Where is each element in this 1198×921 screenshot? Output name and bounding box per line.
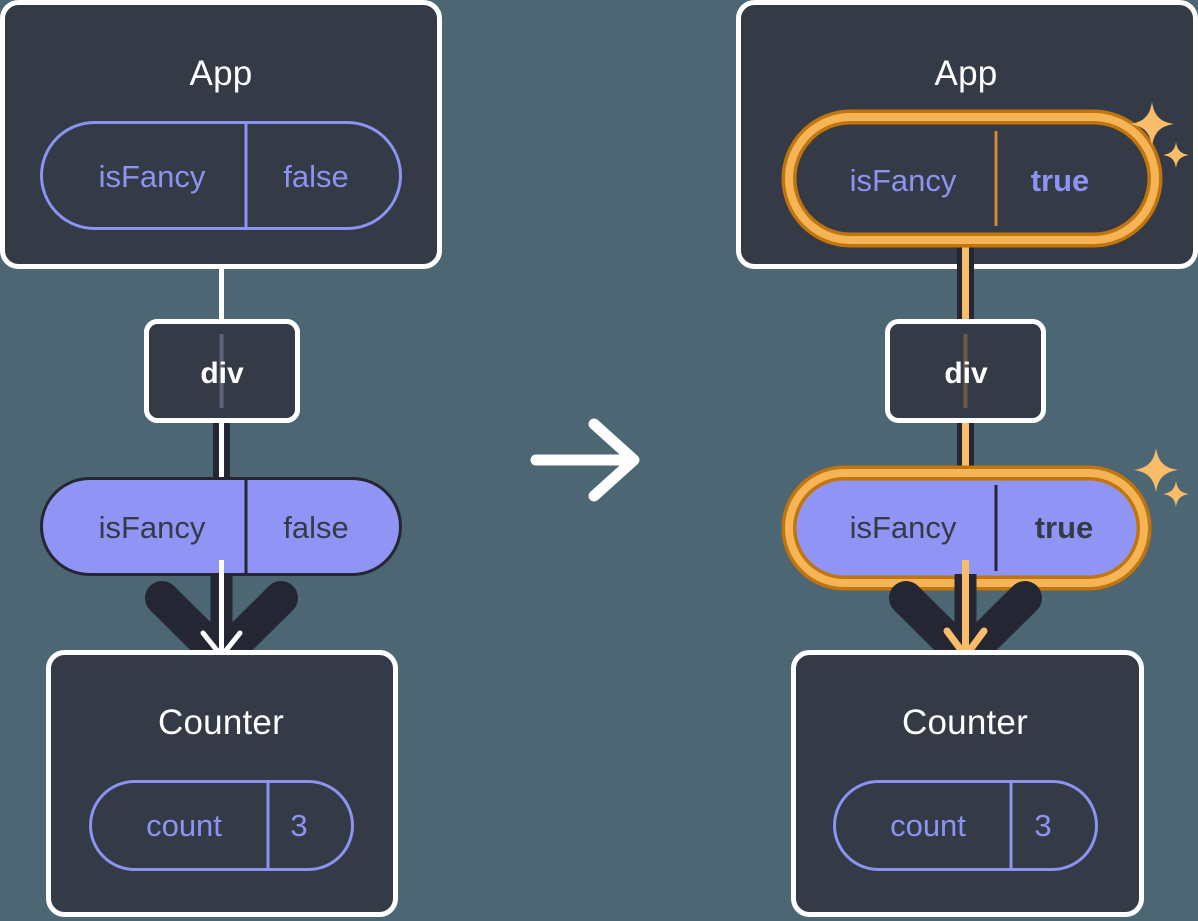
after-app-pill: [781, 109, 1163, 248]
before-app-pill: [40, 121, 402, 230]
before-counter-pill: [89, 780, 354, 871]
transition-arrow-icon: [530, 418, 640, 502]
before-div-panel-face: [149, 324, 295, 418]
before-prop-pill: [40, 477, 402, 576]
after-counter-pill: [833, 780, 1098, 871]
before-counter-panel: [46, 650, 398, 917]
after-counter-panel: [791, 650, 1144, 917]
before-app-panel: [0, 0, 442, 269]
after-div-panel: [885, 319, 1046, 423]
